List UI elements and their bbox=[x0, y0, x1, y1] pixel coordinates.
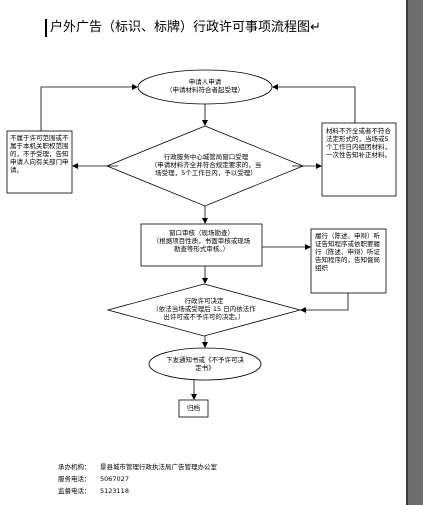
window-line-2: （根据项目性质，书面审核或现场 bbox=[152, 237, 251, 245]
left-box-text: 不属于许可范围或不属于本机关职权范围的，不予受理，告知申请人向有关部门申请。 bbox=[10, 134, 69, 174]
window-node-label: 窗口审核（现场勘查） （根据项目性质，书面审核或现场 勘查等形式审核。） bbox=[143, 229, 260, 253]
hearing-box-text: 履行（陈述、申辩）听证告知程序或依职要履行（陈述、申辩）听证告知程序的，告知督局… bbox=[315, 232, 380, 272]
supervise-value: 5123118 bbox=[100, 487, 129, 495]
decision-line-1: 行政许可决定 bbox=[184, 297, 224, 305]
text-cursor bbox=[45, 19, 47, 37]
archive-box bbox=[178, 399, 209, 418]
window-line-1: 窗口审核（现场勘查） bbox=[169, 229, 234, 237]
start-node-label: 申请人申请 （申请材料符合者起受理） bbox=[150, 78, 260, 94]
footer-org: 承办机构： 景县城市管理行政执法局广告管理办公室 bbox=[58, 463, 217, 472]
review-line-3: 场受理，5个工作日内，予以受理） bbox=[155, 169, 257, 177]
right-box-text: 材料不齐全或者不符合法定形式的，当场或5个工作日内组团材料，一次性告知补正材料。 bbox=[326, 127, 391, 159]
hearing-box bbox=[310, 228, 387, 294]
start-line-1: 申请人申请 bbox=[188, 78, 222, 86]
archive-label: 归档 bbox=[187, 404, 200, 412]
notice-ellipse bbox=[148, 347, 262, 381]
window-line-3: 勘查等形式审核。） bbox=[173, 245, 230, 253]
arrow-left-return bbox=[40, 84, 138, 131]
decision-diamond bbox=[106, 283, 302, 337]
right-box bbox=[321, 122, 397, 197]
arrow-hearing-to-decision bbox=[300, 293, 349, 313]
notice-line-2: 定书》 bbox=[195, 364, 215, 372]
paragraph-mark: ↵ bbox=[310, 20, 321, 35]
review-line-2: （申请材料齐全并符合规定要求的，当 bbox=[150, 161, 262, 169]
notice-node-label: 下发通知书或《不予许可决 定书》 bbox=[155, 356, 255, 372]
review-node-label: 行政服务中心城管局窗口受理 （申请材料齐全并符合规定要求的，当 场受理，5个工作… bbox=[128, 153, 284, 177]
page-title: 户外广告（标识、标牌）行政许可事项流程图↵ bbox=[50, 20, 390, 36]
notice-line-1: 下发通知书或《不予许可决 bbox=[166, 356, 244, 364]
decision-node-label: 行政许可决定 （依法当场或受理后 15 日内依法作 出许可或不予许可的决定。） bbox=[128, 297, 280, 321]
org-label: 承办机构： bbox=[58, 463, 91, 471]
footer-service-phone: 服务电话： 5067027 bbox=[58, 475, 129, 484]
start-line-2: （申请材料符合者起受理） bbox=[166, 86, 244, 94]
service-label: 服务电话： bbox=[58, 475, 91, 483]
org-value: 景县城市管理行政执法局广告管理办公室 bbox=[100, 463, 217, 471]
scroll-margin bbox=[408, 0, 423, 505]
arrow-right-return bbox=[272, 84, 356, 123]
decision-line-3: 出许可或不予许可的决定。） bbox=[163, 313, 245, 321]
service-value: 5067027 bbox=[100, 475, 129, 483]
decision-line-2: （依法当场或受理后 15 日内依法作 bbox=[152, 305, 256, 313]
review-line-1: 行政服务中心城管局窗口受理 bbox=[163, 153, 249, 161]
title-text: 户外广告（标识、标牌）行政许可事项流程图 bbox=[50, 20, 311, 35]
footer-supervise-phone: 监督电话： 5123118 bbox=[58, 487, 129, 496]
supervise-label: 监督电话： bbox=[58, 487, 91, 495]
page-edge bbox=[406, 0, 408, 505]
left-box bbox=[6, 130, 73, 194]
window-review-box bbox=[140, 223, 263, 267]
